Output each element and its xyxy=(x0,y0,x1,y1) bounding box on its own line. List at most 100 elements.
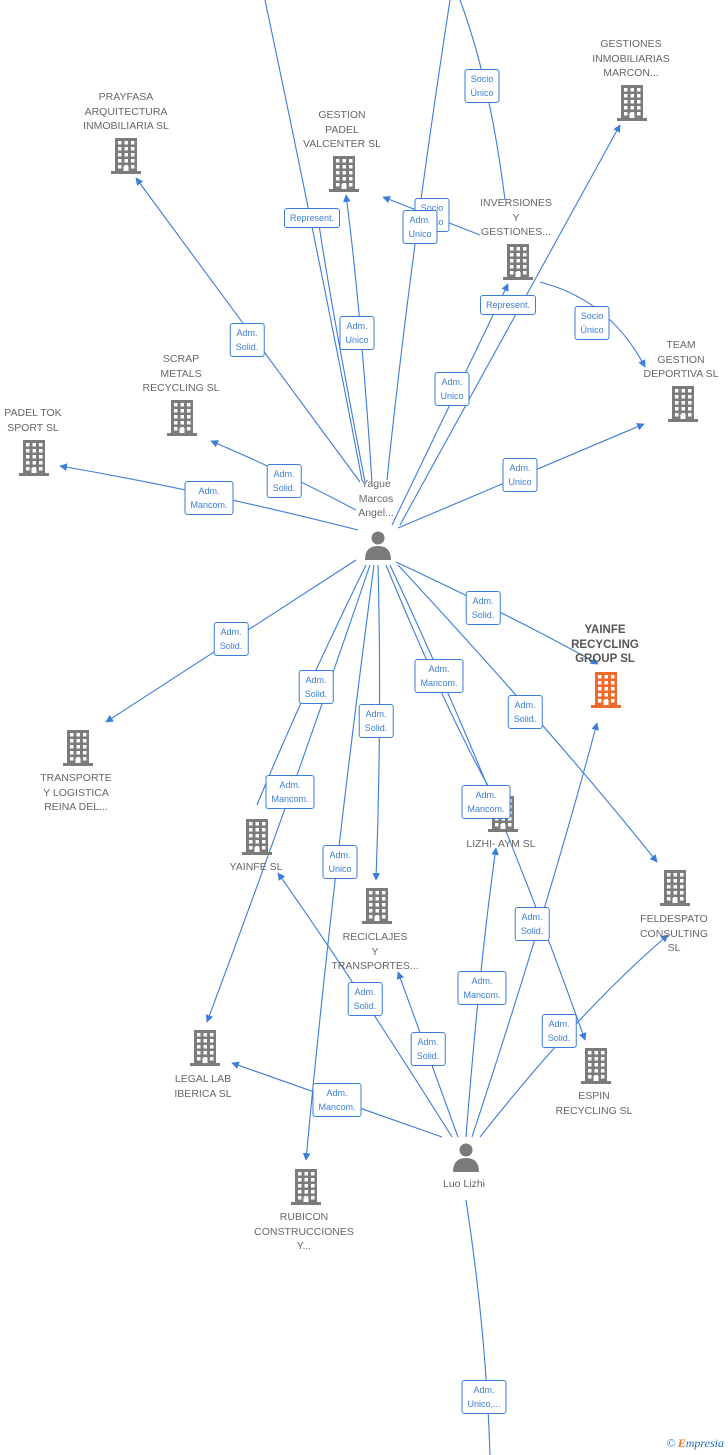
edge-label[interactable]: Adm.Unico xyxy=(434,372,470,406)
node-title-line: GESTIONES xyxy=(600,38,662,50)
edge-label[interactable]: Adm.Solid. xyxy=(465,591,501,625)
node-title-line: PADEL TOK xyxy=(4,407,62,419)
edge-label[interactable]: Adm.Mancom. xyxy=(312,1083,362,1117)
copyright-symbol: © xyxy=(666,1436,676,1450)
edge-label[interactable]: Adm.Unico xyxy=(339,316,375,350)
building-icon[interactable] xyxy=(617,85,647,126)
edge-label[interactable]: Represent. xyxy=(479,295,537,315)
node-title-line: Marcos xyxy=(358,492,394,505)
node-title-line: ESPIN xyxy=(578,1090,610,1102)
building-icon[interactable] xyxy=(167,400,197,441)
relation-edge xyxy=(395,561,599,665)
building-icon[interactable] xyxy=(19,440,49,481)
node-title[interactable]: LIZHI- AYM SL xyxy=(426,837,576,852)
relation-edge xyxy=(399,124,621,526)
node-title-line: YAINFE SL xyxy=(229,861,283,873)
node-title-line: ARQUITECTURA xyxy=(84,105,168,118)
node-title-line: SPORT SL xyxy=(7,421,59,434)
node-title-line: GESTION xyxy=(657,353,705,366)
node-title-line: Angel... xyxy=(358,507,394,519)
edge-label[interactable]: Adm.Solid. xyxy=(410,1032,446,1066)
node-title[interactable]: YAINFE SL xyxy=(181,860,331,875)
building-icon[interactable] xyxy=(190,1030,220,1071)
edge-label[interactable]: Adm.Solid. xyxy=(507,695,543,729)
edge-label[interactable]: Adm.Solid. xyxy=(298,670,334,704)
edge-label[interactable]: Adm.Solid. xyxy=(229,323,265,357)
node-title-line: SL xyxy=(667,942,681,954)
node-title-line: REINA DEL... xyxy=(44,801,108,813)
building-icon[interactable] xyxy=(111,138,141,179)
edge-label[interactable]: Adm.Mancom. xyxy=(414,659,464,693)
edge-label[interactable]: Represent. xyxy=(283,208,341,228)
edge-label[interactable]: Adm.Solid. xyxy=(514,907,550,941)
edge-label[interactable]: Adm.Mancom. xyxy=(265,775,315,809)
node-title-line: RECYCLING xyxy=(571,638,639,651)
edge-label[interactable]: Adm.Solid. xyxy=(213,622,249,656)
person-icon[interactable] xyxy=(363,530,393,565)
node-title[interactable]: PADEL TOK SPORT SL xyxy=(0,406,108,435)
building-icon[interactable] xyxy=(503,244,533,285)
edge-label[interactable]: Adm.Solid. xyxy=(347,982,383,1016)
edge-label[interactable]: Adm.Mancom. xyxy=(184,481,234,515)
edge-label[interactable]: Adm.Unico,... xyxy=(461,1380,507,1414)
relation-edge xyxy=(386,0,451,481)
node-title-line: RECICLAJES xyxy=(342,931,408,943)
building-icon[interactable] xyxy=(242,819,272,860)
node-title-line: FELDESPATO xyxy=(640,913,708,925)
edge-label[interactable]: Adm.Mancom. xyxy=(457,971,507,1005)
node-title-line: CONSTRUCCIONES xyxy=(254,1225,354,1238)
building-icon[interactable] xyxy=(668,386,698,427)
edge-label[interactable]: Adm.Solid. xyxy=(358,704,394,738)
node-title[interactable]: GESTIONES INMOBILIARIAS MARCON... xyxy=(556,37,706,81)
edge-label[interactable]: Adm.Unico xyxy=(322,845,358,879)
edge-label[interactable]: Adm.Solid. xyxy=(541,1014,577,1048)
edge-label[interactable]: Adm.Unico xyxy=(402,210,438,244)
node-title-line: LIZHI- AYM SL xyxy=(466,838,536,850)
brand-initial: E xyxy=(677,1436,686,1450)
node-title-line: PRAYFASA xyxy=(98,91,154,103)
node-title-line: CONSULTING xyxy=(639,927,709,940)
node-title-line: METALS xyxy=(160,367,202,380)
node-title[interactable]: Luo Lizhi xyxy=(389,1177,539,1192)
building-icon[interactable] xyxy=(329,156,359,197)
building-icon[interactable] xyxy=(362,888,392,929)
relation-edge xyxy=(317,217,366,483)
node-title-line: MARCON... xyxy=(603,67,659,79)
relation-edge xyxy=(264,0,363,481)
edge-label[interactable]: Adm.Mancom. xyxy=(461,785,511,819)
node-title-line: SCRAP xyxy=(162,353,200,365)
node-title-line: TEAM xyxy=(666,339,696,351)
node-title-line: INMOBILIARIAS xyxy=(592,52,670,65)
building-icon[interactable] xyxy=(591,672,621,713)
person-icon[interactable] xyxy=(451,1142,481,1177)
edge-label[interactable]: Adm.Unico xyxy=(502,458,538,492)
node-title-line: GROUP SL xyxy=(575,653,635,665)
node-title-line: VALCENTER SL xyxy=(303,138,381,150)
node-title-line: RUBICON xyxy=(279,1211,329,1223)
relation-edge xyxy=(465,1199,491,1455)
edge-label[interactable]: Adm.Solid. xyxy=(266,464,302,498)
building-icon[interactable] xyxy=(63,730,93,771)
node-title-line: GESTION xyxy=(318,109,366,121)
relation-edge xyxy=(479,934,669,1138)
brand-name: mpresia xyxy=(685,1436,724,1450)
node-title-line: Yague xyxy=(361,478,391,490)
building-icon[interactable] xyxy=(291,1169,321,1210)
building-icon[interactable] xyxy=(581,1048,611,1089)
building-icon[interactable] xyxy=(660,870,690,911)
node-title[interactable]: FELDESPATO CONSULTING SL xyxy=(599,912,728,956)
